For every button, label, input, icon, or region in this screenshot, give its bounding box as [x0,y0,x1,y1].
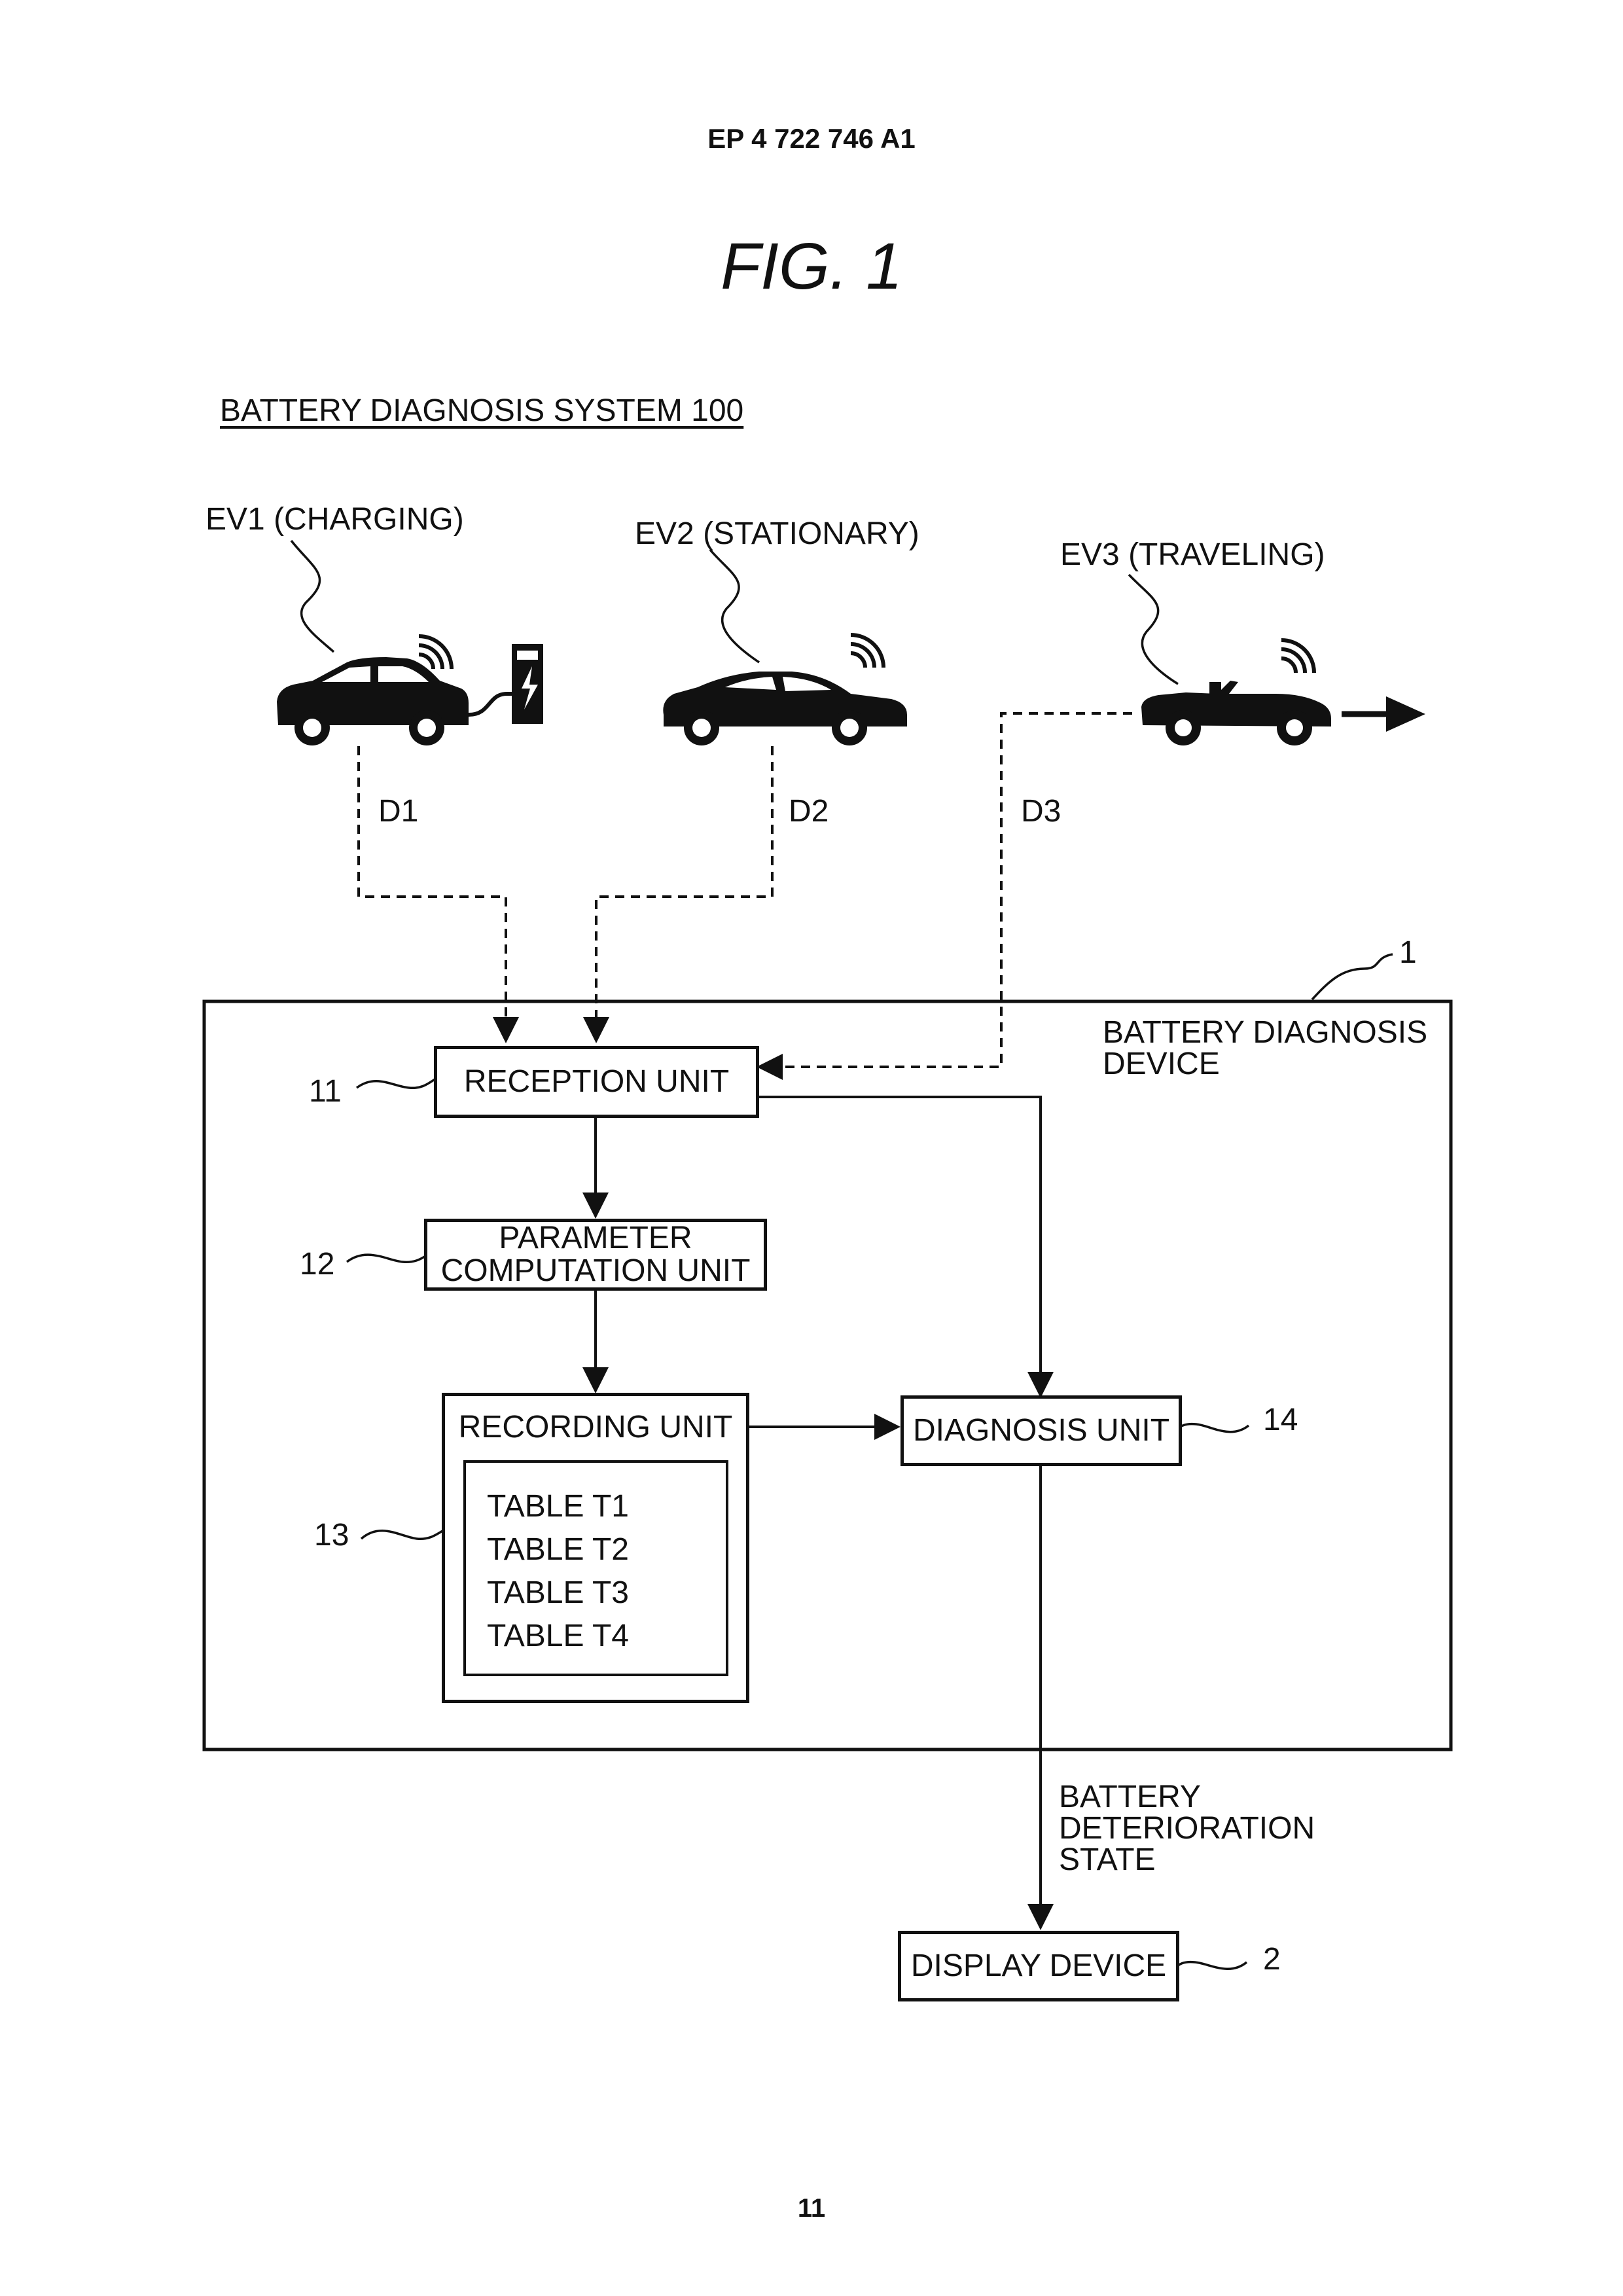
recording-unit-label: RECORDING UNIT [445,1409,746,1445]
reception-unit-label: RECEPTION UNIT [464,1066,729,1098]
d2-line [596,746,772,1041]
output-label-line2: DETERIORATION [1059,1810,1315,1846]
ref-11-leader [357,1079,436,1088]
page-number: 11 [0,2194,1623,2223]
figure-title: FIG. 1 [0,229,1623,304]
data-lines [359,713,1132,1067]
ev2-leader [710,550,759,662]
table-item: TABLE T4 [487,1615,629,1658]
ref-13-leader [361,1530,444,1539]
output-label-line3: STATE [1059,1842,1156,1878]
ref-11: 11 [309,1073,342,1109]
output-label-line1: BATTERY [1059,1779,1201,1815]
publication-number: EP 4 722 746 A1 [0,123,1623,154]
reception-to-diagnosis-arrow [759,1097,1041,1395]
device-ref-leader [1312,954,1393,999]
ref-2: 2 [1263,1941,1281,1977]
system-title: BATTERY DIAGNOSIS SYSTEM 100 [220,393,743,429]
device-frame [204,1001,1451,1749]
car-stationary-icon [663,635,907,745]
ref-13: 13 [314,1517,349,1553]
car-charging-icon [277,636,543,745]
reception-unit-box: RECEPTION UNIT [434,1046,759,1118]
ev1-leader [291,541,334,652]
parameter-computation-unit-box: PARAMETER COMPUTATION UNIT [424,1219,767,1291]
d1-label: D1 [378,793,418,829]
ev1-label: EV1 (CHARGING) [205,501,464,537]
d3-line [759,713,1132,1067]
ev2-label: EV2 (STATIONARY) [635,516,919,552]
diagnosis-unit-label: DIAGNOSIS UNIT [913,1414,1169,1447]
d1-line [359,746,506,1041]
parameter-unit-label-line2: COMPUTATION UNIT [441,1255,751,1287]
recording-unit-box: RECORDING UNIT TABLE T1 TABLE T2 TABLE T… [442,1393,749,1703]
table-item: TABLE T3 [487,1571,629,1615]
device-ref: 1 [1399,935,1417,971]
ev3-leader [1129,575,1178,684]
car-convertible-traveling-icon [1141,640,1425,745]
diagnosis-unit-box: DIAGNOSIS UNIT [901,1395,1182,1466]
ref-14-leader [1178,1424,1249,1432]
display-device-label: DISPLAY DEVICE [911,1950,1166,1982]
parameter-unit-label-line1: PARAMETER [499,1222,692,1255]
ev3-label: EV3 (TRAVELING) [1060,537,1325,573]
d3-label: D3 [1021,793,1061,829]
d2-label: D2 [789,793,829,829]
display-device-box: DISPLAY DEVICE [898,1931,1179,2001]
table-item: TABLE T1 [487,1485,629,1528]
device-label-line1: BATTERY DIAGNOSIS [1103,1014,1427,1050]
ref-12: 12 [300,1246,334,1282]
table-item: TABLE T2 [487,1528,629,1571]
ref-2-leader [1177,1962,1247,1969]
table-list: TABLE T1 TABLE T2 TABLE T3 TABLE T4 [463,1460,728,1676]
device-label-line2: DEVICE [1103,1046,1220,1082]
ref-12-leader [347,1255,427,1262]
ref-14: 14 [1263,1402,1298,1438]
